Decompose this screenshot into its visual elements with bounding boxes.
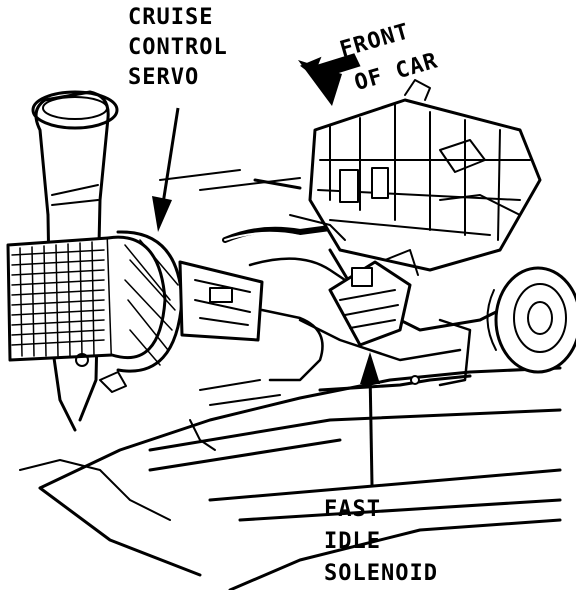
servo-label-line-3: SERVO (128, 65, 199, 90)
frame-lines (148, 408, 562, 522)
callout-arrows (152, 53, 380, 486)
fast-idle-solenoid-part (328, 249, 419, 347)
servo-leader-line (160, 107, 180, 211)
servo-label: CRUISE CONTROL SERVO (128, 5, 228, 90)
servo-label-line-1: CRUISE (128, 5, 213, 30)
solenoid-label: FAST IDLE SOLENOID (324, 497, 438, 586)
servo-arrowhead (152, 196, 172, 232)
fender-outline (38, 366, 562, 590)
solenoid-label-line-3: SOLENOID (324, 561, 438, 586)
carburetor (308, 98, 542, 272)
solenoid-label-line-1: FAST (324, 497, 381, 522)
solenoid-leader-line (368, 369, 374, 486)
solenoid-label-line-2: IDLE (324, 529, 381, 554)
engine-artwork (6, 79, 576, 590)
servo-label-line-2: CONTROL (128, 35, 228, 60)
throttle-cable (260, 308, 324, 382)
solenoid-arrowhead (360, 352, 380, 384)
servo-texture (11, 241, 105, 357)
